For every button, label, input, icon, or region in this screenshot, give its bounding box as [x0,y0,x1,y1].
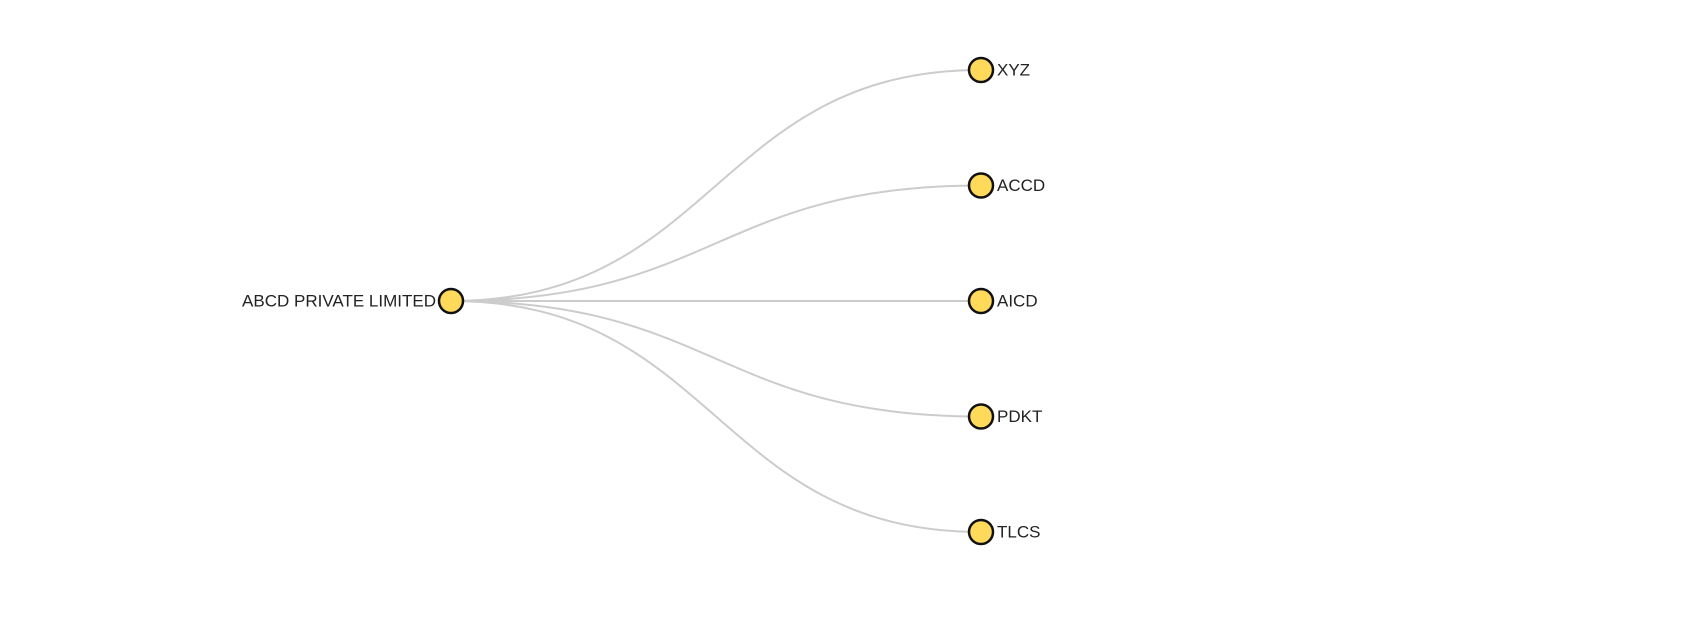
child-node-circle[interactable] [967,56,995,84]
child-node-label: AICD [997,292,1038,311]
root-node-circle[interactable] [437,287,465,315]
nodes-layer: ABCD PRIVATE LIMITED XYZ ACCD AICD PDKT TLCS [242,56,1045,546]
child-node-pdkt[interactable]: PDKT [967,403,1042,430]
child-node-tlcs[interactable]: TLCS [967,518,1040,546]
child-node-xyz[interactable]: XYZ [967,56,1030,84]
link-xyz [450,69,982,302]
child-node-circle[interactable] [967,287,995,315]
child-node-circle[interactable] [967,172,995,199]
child-node-circle[interactable] [967,518,995,546]
links-layer [450,69,982,533]
link-accd [450,184,982,302]
child-node-label: XYZ [997,61,1030,80]
root-node-label: ABCD PRIVATE LIMITED [242,292,436,311]
link-tlcs [450,300,982,533]
child-node-label: PDKT [997,407,1042,426]
link-pdkt [450,300,982,418]
child-node-aicd[interactable]: AICD [967,287,1038,315]
child-node-label: TLCS [997,523,1040,542]
child-node-circle[interactable] [967,403,995,430]
child-node-label: ACCD [997,176,1045,195]
root-node[interactable]: ABCD PRIVATE LIMITED [242,287,465,315]
child-node-accd[interactable]: ACCD [967,172,1045,199]
